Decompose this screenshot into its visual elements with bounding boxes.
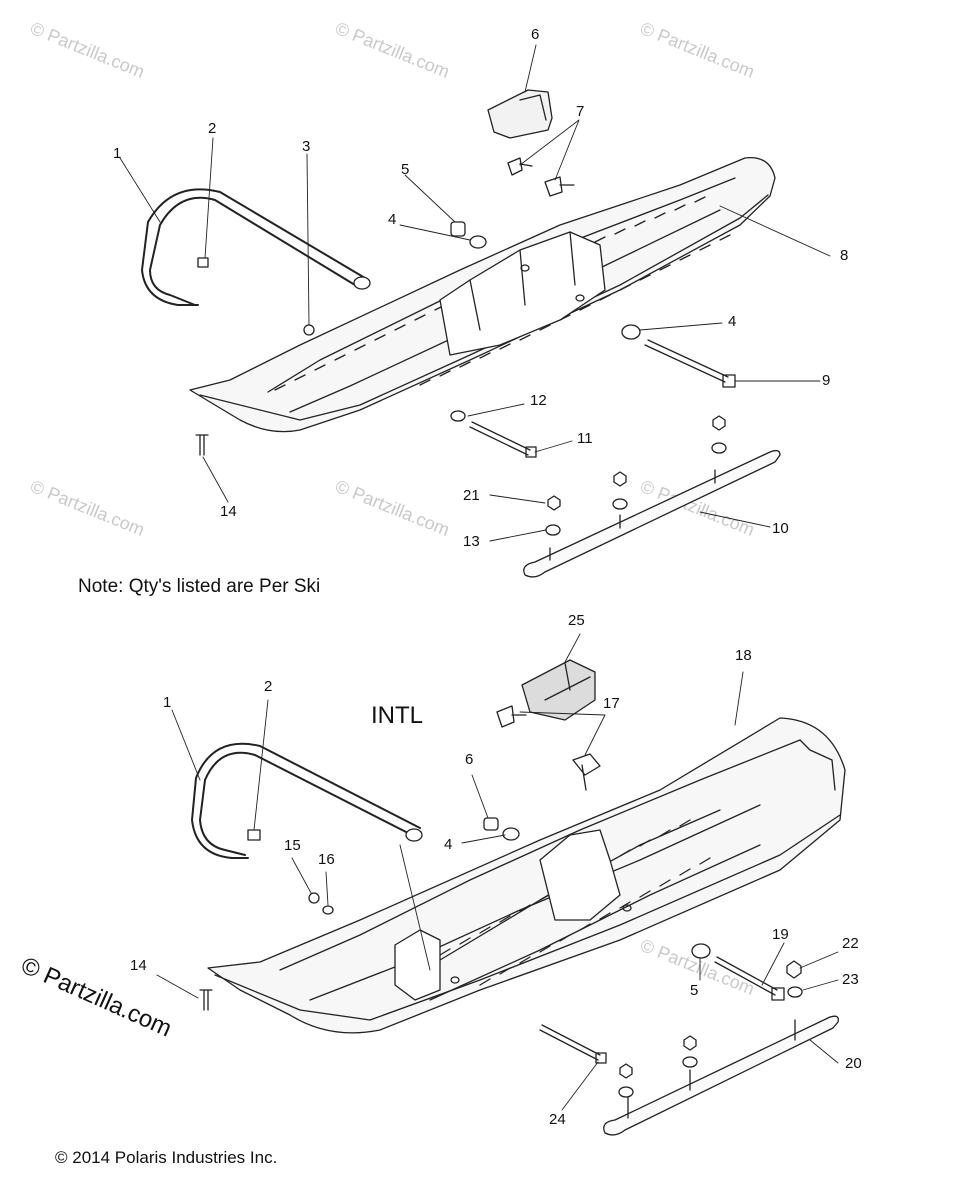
part-15-nut xyxy=(308,892,320,904)
callout-label: 13 xyxy=(463,533,480,550)
callout-label: 4 xyxy=(728,313,737,330)
callout-label: 8 xyxy=(840,247,849,264)
callout-label: 14 xyxy=(130,957,147,974)
part-17-bolt xyxy=(572,753,601,791)
top-leader-lines xyxy=(119,44,831,542)
part-19-bolt xyxy=(714,956,778,996)
part-11-bolt xyxy=(469,421,531,456)
part-12-washer xyxy=(450,410,466,422)
top-handle xyxy=(141,188,371,306)
callout-label: 1 xyxy=(163,694,172,711)
callout-label: 21 xyxy=(463,487,480,504)
callout-label: 24 xyxy=(549,1111,566,1128)
part-25-block xyxy=(521,659,596,721)
part-17-bolt xyxy=(496,705,527,728)
part-6-block xyxy=(487,89,553,139)
part-9-bolt xyxy=(644,339,729,383)
callout-label: 25 xyxy=(568,612,585,629)
callout-label: 6 xyxy=(465,751,474,768)
part-4-washer xyxy=(502,827,520,841)
callout-label: 2 xyxy=(264,678,273,695)
callout-label: 9 xyxy=(822,372,831,389)
part-5-bushing xyxy=(450,221,466,237)
part-10-runner xyxy=(523,449,781,578)
part-14-pin xyxy=(195,434,209,456)
callout-label: 7 xyxy=(576,103,585,120)
callout-label: 11 xyxy=(577,430,593,447)
copyright-text: © 2014 Polaris Industries Inc. xyxy=(55,1148,278,1167)
callout-label: 12 xyxy=(530,392,547,409)
intl-label: INTL xyxy=(371,702,424,729)
top-ski-body xyxy=(189,157,776,433)
part-20-runner xyxy=(603,1015,839,1136)
callout-label: 22 xyxy=(842,935,859,952)
part-2-clip xyxy=(197,257,209,268)
part-13-washer xyxy=(545,524,561,536)
callout-label: 16 xyxy=(318,851,335,868)
part-23-washer xyxy=(787,986,803,998)
callout-label: 6 xyxy=(531,26,540,43)
callout-label: 5 xyxy=(401,161,410,178)
callout-label: 3 xyxy=(302,138,311,155)
qty-note: Note: Qty's listed are Per Ski xyxy=(78,576,321,597)
callout-label: 10 xyxy=(772,520,789,537)
callout-label: 4 xyxy=(444,836,453,853)
callout-label: 2 xyxy=(208,120,217,137)
callout-label: 5 xyxy=(690,982,699,999)
part-4-washer xyxy=(621,324,641,340)
callout-label: 19 xyxy=(772,926,789,943)
part-7-bolt xyxy=(507,157,533,176)
bottom-handle xyxy=(191,742,423,859)
bottom-leader-lines xyxy=(156,633,839,1111)
callout-label: 18 xyxy=(735,647,752,664)
callout-label: 4 xyxy=(388,211,397,228)
callout-label: 14 xyxy=(220,503,237,520)
callout-label: 20 xyxy=(845,1055,862,1072)
callout-label: 17 xyxy=(603,695,620,712)
part-5-washer xyxy=(691,943,711,959)
part-3-nut xyxy=(303,324,315,336)
callout-label: 23 xyxy=(842,971,859,988)
part-7-bolt xyxy=(544,176,575,197)
part-14-pin xyxy=(199,989,213,1011)
part-16-washer xyxy=(322,905,334,915)
part-21-nut xyxy=(547,495,561,511)
part-2-clip xyxy=(247,829,261,841)
part-4-washer xyxy=(469,235,487,249)
bottom-ski-body xyxy=(207,717,846,1034)
callout-label: 15 xyxy=(284,837,301,854)
callout-label: 1 xyxy=(113,145,122,162)
part-6-bushing xyxy=(483,817,499,831)
part-9-head xyxy=(722,374,736,388)
part-24-bolt xyxy=(539,1024,601,1061)
part-22-nut xyxy=(786,960,802,979)
